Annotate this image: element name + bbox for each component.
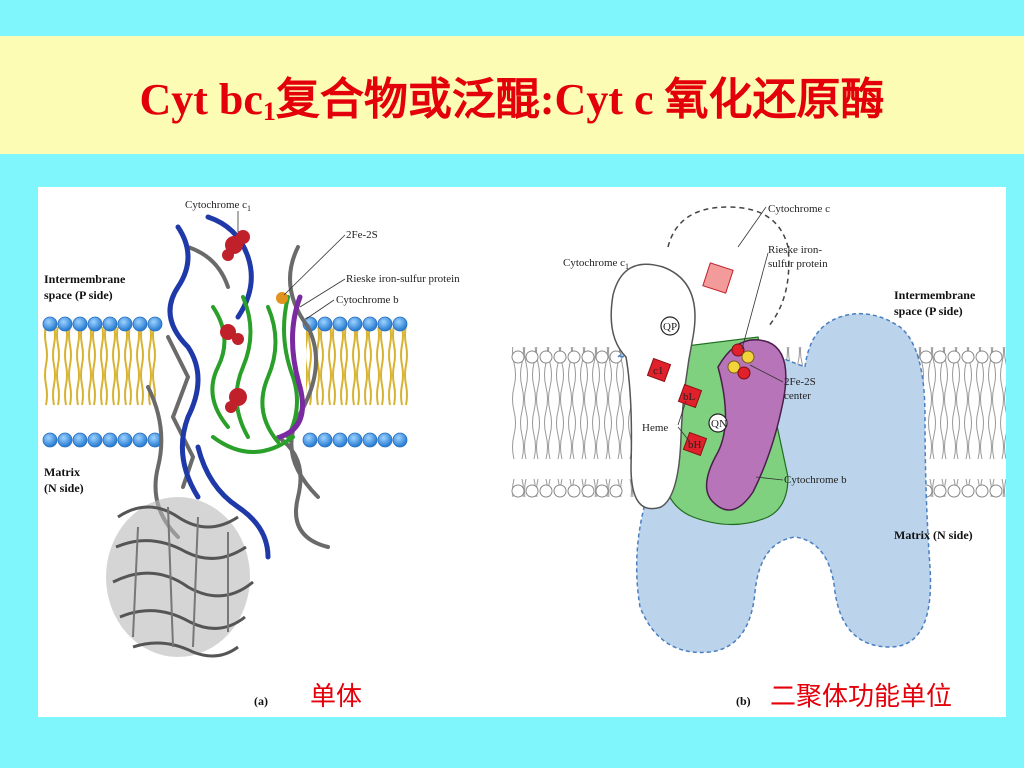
panel-b: QP QN c1 bL bH Heme Cytochrome c Cytochr… xyxy=(511,203,1006,708)
label-intermembrane-b-2: space (P side) xyxy=(894,304,963,318)
panel-b-leaders xyxy=(677,206,784,481)
panel-a-letter: (a) xyxy=(254,694,268,708)
protein-green-ribbons xyxy=(210,295,299,454)
protein-blue-ribbons xyxy=(167,214,271,560)
membrane-right xyxy=(302,316,412,448)
title-main: Cyt bc xyxy=(139,75,263,124)
caption-dimer-unit: 二聚体功能单位 xyxy=(770,682,953,712)
label-bh-heme: bH xyxy=(688,439,702,451)
label-intermembrane-a-2: space (P side) xyxy=(44,288,113,302)
label-matrix-b: Matrix (N side) xyxy=(894,528,973,542)
title-rest: 复合物或泛醌:Cyt c 氧化还原酶 xyxy=(275,75,885,124)
slide-title: Cyt bc1复合物或泛醌:Cyt c 氧化还原酶 xyxy=(139,63,884,127)
label-qn: QN xyxy=(711,418,727,430)
protein-matrix-domain xyxy=(106,497,254,658)
label-rieske-a: Rieske iron-sulfur protein xyxy=(346,273,460,285)
label-cytochrome-b-b: Cytochrome b xyxy=(784,474,847,486)
heme-squares-b xyxy=(646,357,708,457)
label-bl-heme: bL xyxy=(683,391,696,403)
label-intermembrane-b-1: Intermembrane xyxy=(894,288,976,302)
title-subscript: 1 xyxy=(262,97,276,126)
label-cytochrome-b-a: Cytochrome b xyxy=(336,294,399,306)
fe2s-cluster-b xyxy=(727,343,755,380)
label-rieske-b-2: sulfur protein xyxy=(768,258,828,270)
label-c1-heme: c1 xyxy=(653,365,663,377)
label-2fe2s-b-1: 2Fe-2S xyxy=(784,376,816,388)
label-heme: Heme xyxy=(642,422,668,434)
label-2fe2s-b-2: center xyxy=(784,390,811,402)
rieske-shape xyxy=(705,339,787,511)
label-cytochrome-c: Cytochrome c xyxy=(768,203,830,215)
heme-groups xyxy=(220,230,250,413)
cytochrome-c-heme xyxy=(702,262,734,294)
title-bar: Cyt bc1复合物或泛醌:Cyt c 氧化还原酶 xyxy=(0,36,1024,154)
quinone-sites xyxy=(660,316,728,433)
label-rieske-b-1: Rieske iron- xyxy=(768,244,822,256)
label-cytochrome-c1-b: Cytochrome c1 xyxy=(563,257,629,271)
label-qp: QP xyxy=(663,321,677,333)
figure-svg: Cytochrome c1 2Fe-2S Rieske iron-sulfur … xyxy=(42,199,1006,708)
label-cytochrome-c1-a: Cytochrome c1 xyxy=(185,199,251,213)
label-intermembrane-a-1: Intermembrane xyxy=(44,272,126,286)
cytochrome-c-dashed xyxy=(667,206,790,328)
panel-a: Cytochrome c1 2Fe-2S Rieske iron-sulfur … xyxy=(42,199,460,708)
caption-monomer: 单体 xyxy=(310,682,363,712)
label-2fe2s-a: 2Fe-2S xyxy=(346,229,378,241)
fe2s-cluster-a xyxy=(276,292,288,304)
figure-panel: Cytochrome c1 2Fe-2S Rieske iron-sulfur … xyxy=(38,187,1006,717)
label-matrix-a-2: (N side) xyxy=(44,481,84,495)
label-matrix-a-1: Matrix xyxy=(44,465,80,479)
protein-purple-ribbon xyxy=(277,294,305,440)
membrane-left xyxy=(42,316,163,448)
panel-b-letter: (b) xyxy=(736,694,751,708)
panel-a-leaders xyxy=(237,211,346,320)
